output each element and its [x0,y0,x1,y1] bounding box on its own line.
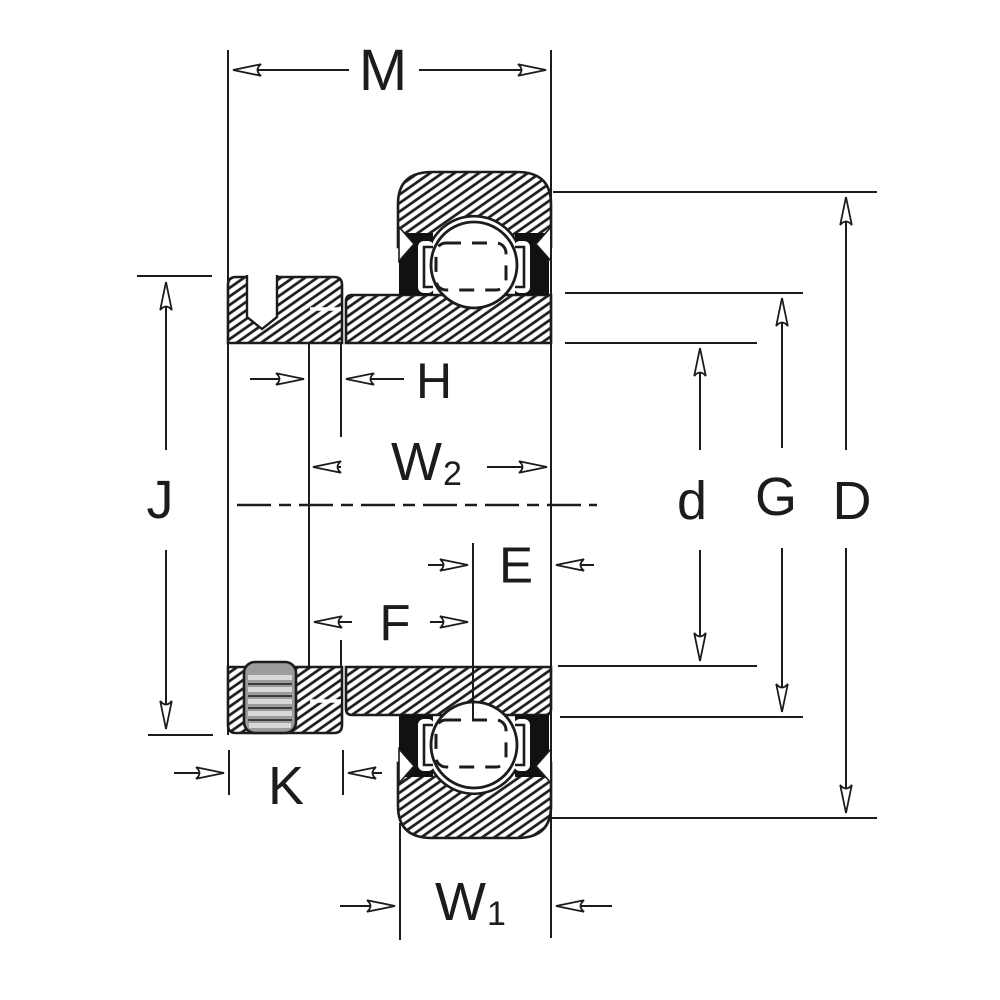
dim-label-D: D [832,471,872,531]
dim-label-E: E [498,536,534,594]
dim-label-K: K [267,756,305,816]
set-screw-hole [245,275,279,331]
hidden-feature-top [434,241,508,292]
hidden-feature-bottom [434,718,508,769]
dim-label-d: d [676,471,708,531]
inner-ring [310,293,553,717]
dim-label-J: J [146,470,174,530]
dim-label-M: M [358,38,408,103]
cage-top-left [422,245,433,289]
cage-bottom-right [515,723,526,767]
seal-lip-top-left [398,224,416,264]
knurled-set-screw [242,660,298,735]
seals-and-cage [398,220,552,790]
ball-top [429,220,519,310]
dim-label-F: F [379,594,411,652]
inner-ring-top-section [344,293,553,345]
seal-lip-bottom-left [398,746,416,786]
inner-ring-bottom-section [344,665,553,717]
dimension-lines [159,63,853,913]
dim-label-G: G [754,467,798,527]
cage-top-right [515,245,526,289]
dim-label-H: H [415,353,453,409]
extension-lines [137,50,877,940]
cage-bottom-left [422,723,433,767]
